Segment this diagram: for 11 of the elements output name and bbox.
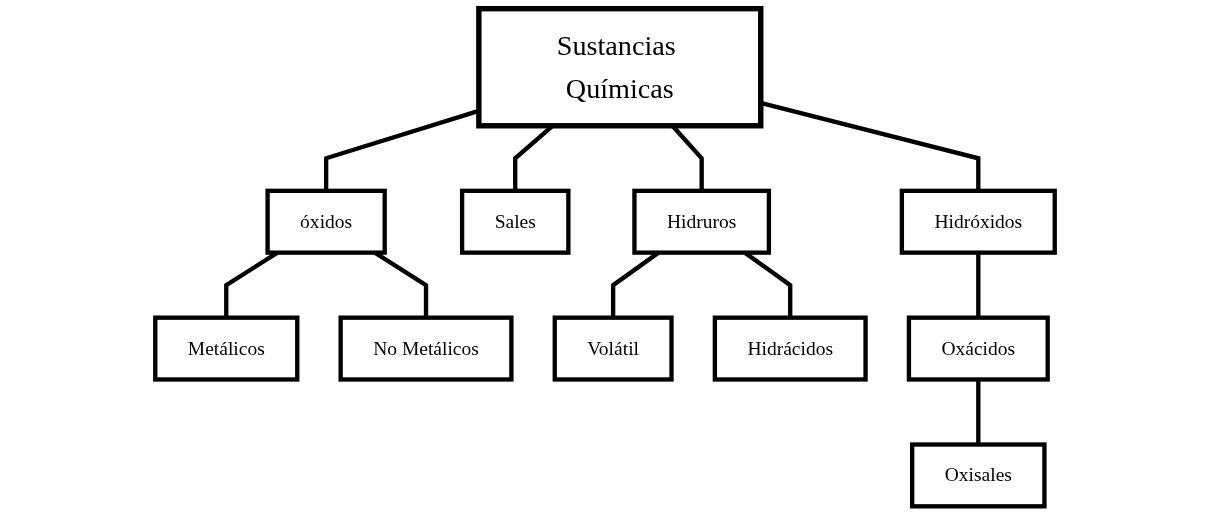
node-box: Hidrácidos [712,315,868,382]
node-box: Sustancias Químicas [476,5,764,129]
node-box: Volátil [552,315,674,382]
node-box: Hidróxidos [899,188,1057,255]
node-box: Metálicos [153,315,300,382]
node-box: Oxácidos [906,315,1050,382]
node-box: Oxisales [910,442,1047,509]
node-box: Sales [459,188,571,255]
node-box: Hidruros [632,188,772,255]
node-box: óxidos [265,188,387,255]
node-box: No Metálicos [338,315,514,382]
